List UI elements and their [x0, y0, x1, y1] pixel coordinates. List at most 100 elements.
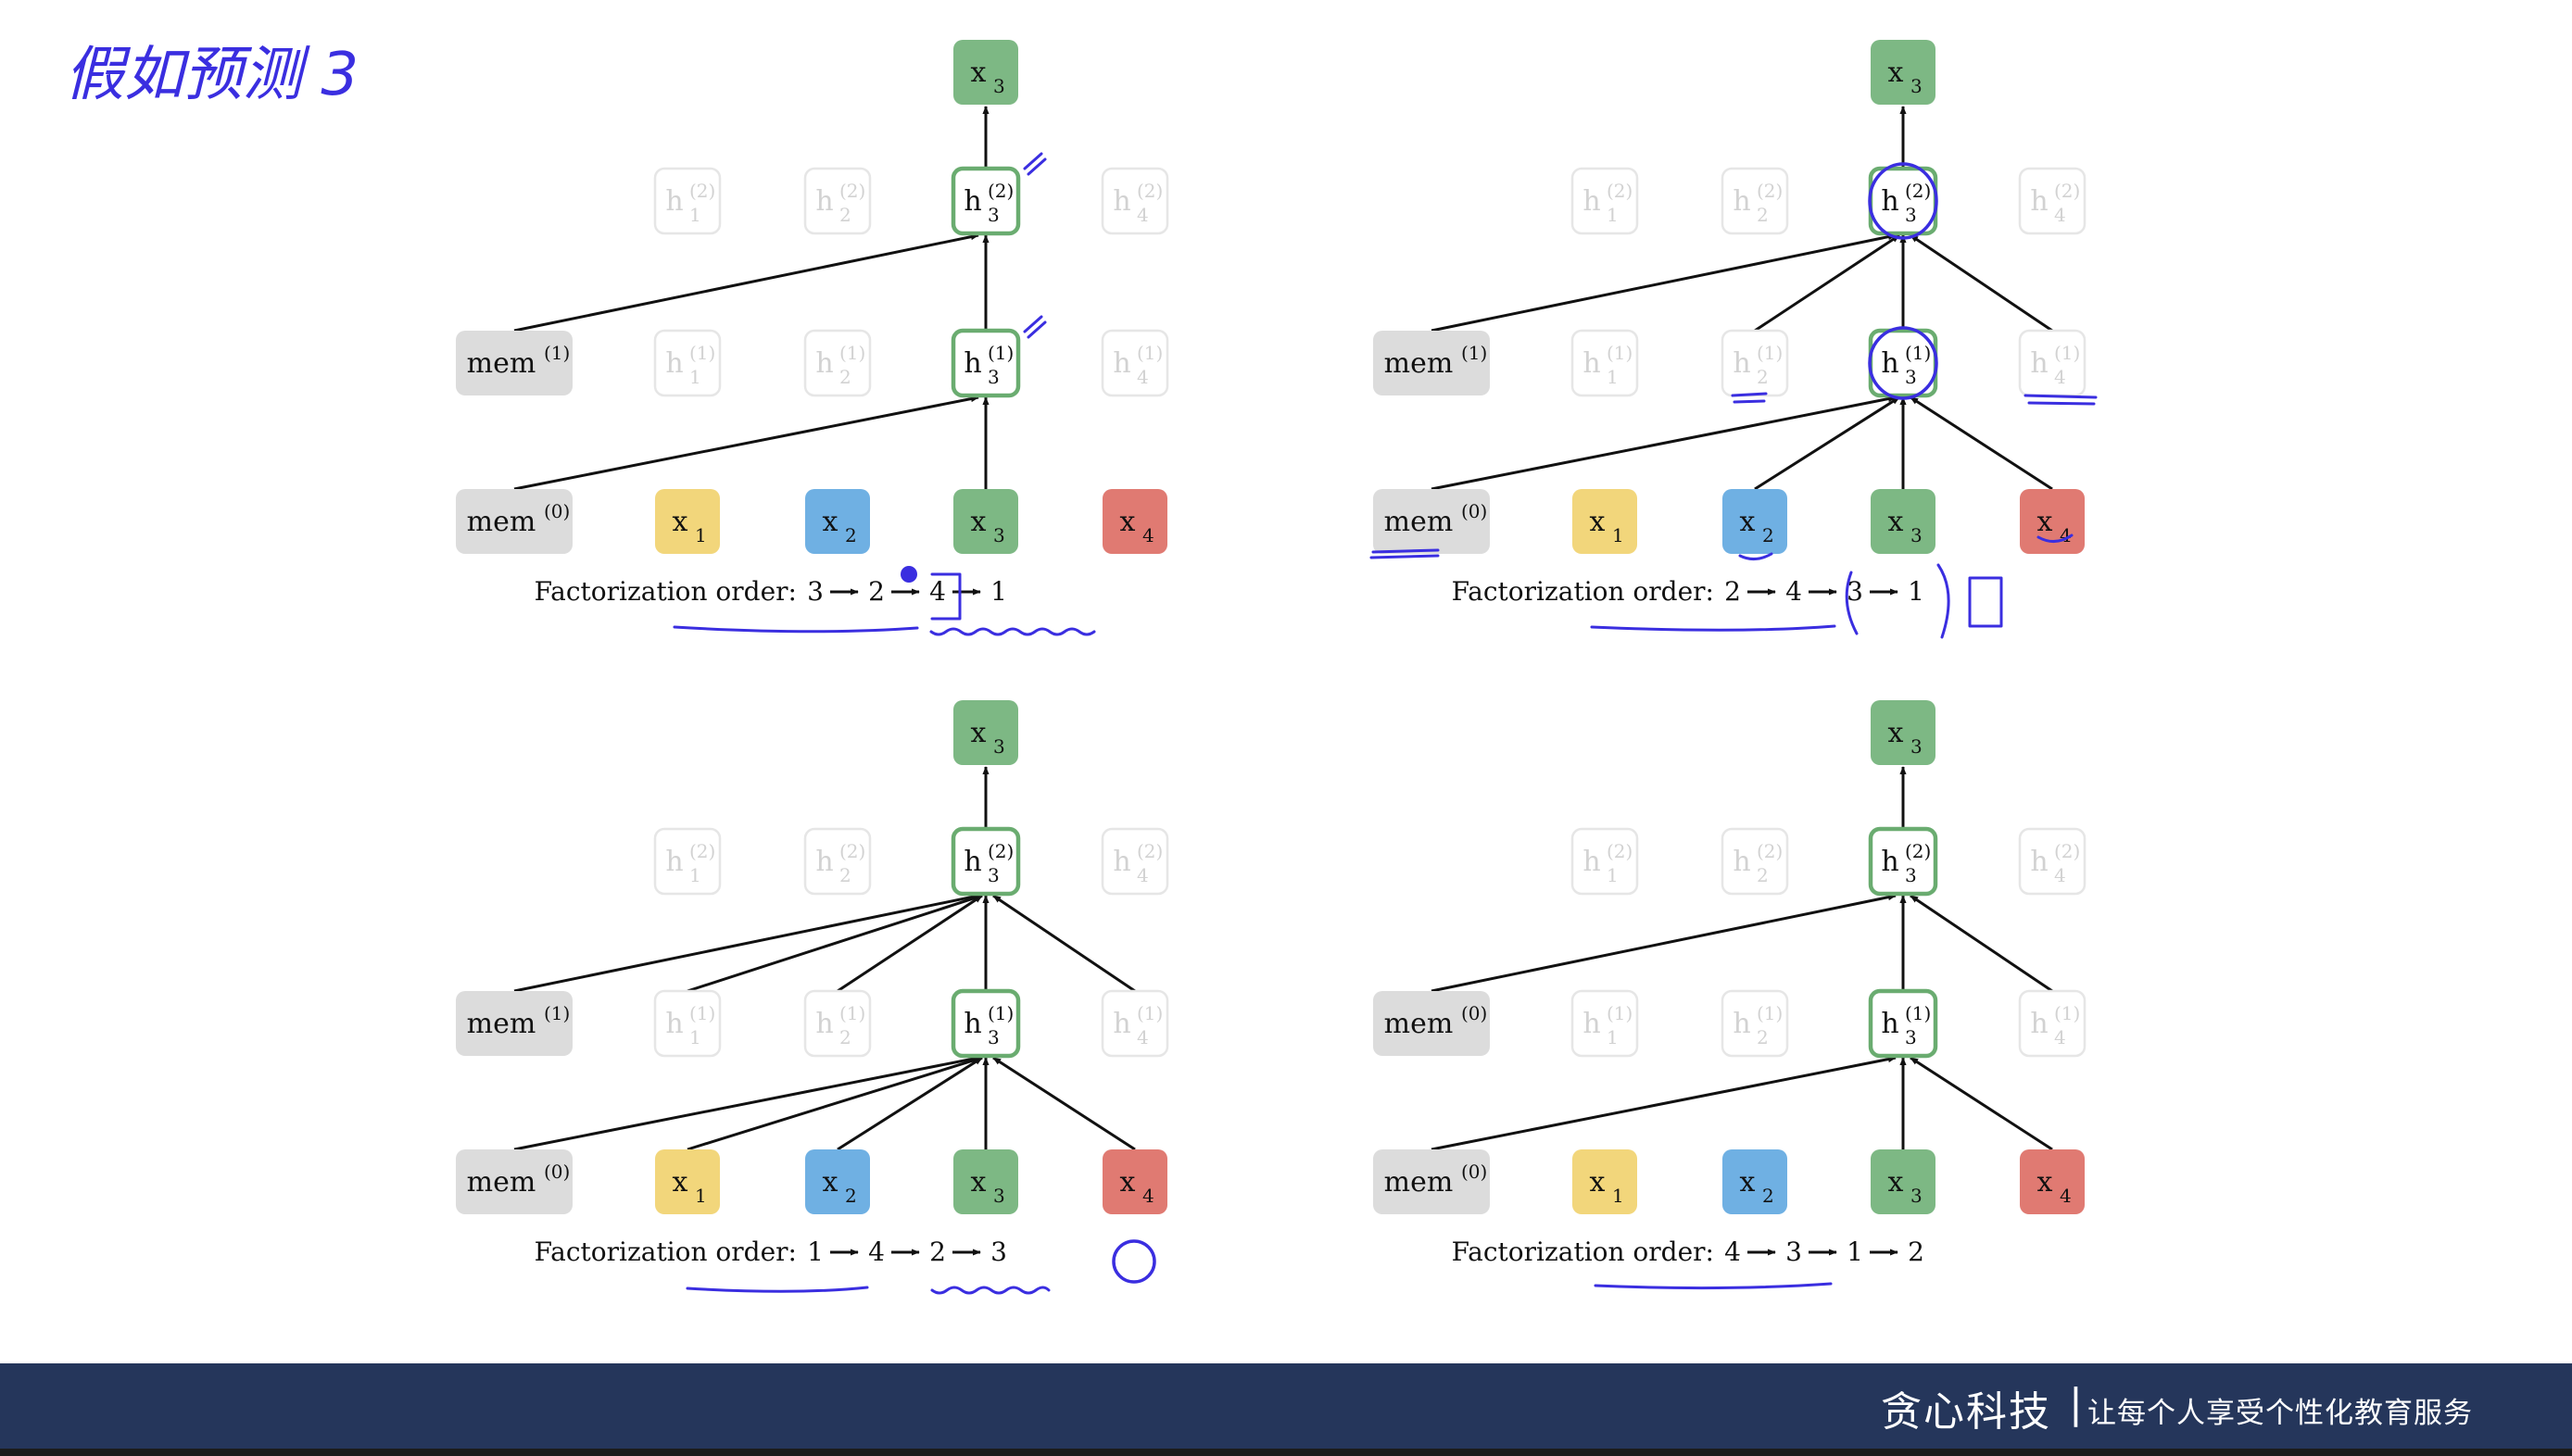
- mem-top-label: mem: [1384, 347, 1454, 380]
- svg-text:x: x: [1590, 506, 1606, 538]
- ink-wave-p1-order: [929, 627, 1096, 636]
- svg-text:x: x: [1888, 56, 1904, 89]
- mem-bottom-box: [1373, 489, 1490, 554]
- svg-text:4: 4: [2054, 864, 2066, 886]
- svg-text:(1): (1): [1607, 342, 1633, 364]
- hidden-h1-2-box: [1570, 167, 1639, 235]
- svg-text:3: 3: [993, 1185, 1005, 1207]
- svg-text:(1): (1): [1137, 342, 1163, 364]
- active-h3-1-box: [951, 328, 1021, 398]
- svg-text:2: 2: [839, 1026, 851, 1048]
- factorization-order-step-2: 4: [1785, 576, 1802, 607]
- svg-text:h: h: [815, 347, 833, 380]
- svg-text:4: 4: [2054, 1026, 2066, 1048]
- ink-underline-p2-mem: [1369, 548, 1440, 559]
- svg-text:(1): (1): [2054, 342, 2080, 364]
- svg-text:h: h: [1113, 846, 1130, 878]
- svg-text:(2): (2): [1757, 180, 1783, 202]
- svg-text:3: 3: [1905, 1026, 1917, 1048]
- factorization-order-step-3: 1: [1847, 1236, 1863, 1267]
- svg-text:3: 3: [1910, 1185, 1923, 1207]
- hidden-h4-2-box: [2018, 827, 2087, 896]
- svg-text:(2): (2): [988, 180, 1014, 202]
- ink-underline-p2-h2: [1731, 392, 1768, 404]
- ink-tick-p1-h2: [1023, 152, 1047, 176]
- mem-top-box: [456, 991, 573, 1056]
- factorization-order-label: Factorization order:: [1452, 1236, 1714, 1267]
- hidden-h4-2-box: [2018, 167, 2087, 235]
- svg-text:h: h: [1113, 1008, 1130, 1040]
- active-h3-2-box: [1868, 826, 1938, 897]
- output-x3-box: [1871, 700, 1935, 765]
- svg-text:(2): (2): [988, 840, 1014, 862]
- svg-text:3: 3: [1905, 864, 1917, 886]
- input-x2-box: [1722, 1149, 1787, 1214]
- svg-text:3: 3: [988, 366, 1000, 388]
- factorization-order-label: Factorization order:: [1452, 576, 1714, 607]
- hidden-h2-2-box: [1721, 167, 1789, 235]
- svg-text:2: 2: [1762, 524, 1774, 546]
- input-x3-box: [1871, 489, 1935, 554]
- ink-paren-right-p2: [1936, 563, 1950, 639]
- factorization-order-step-3: 3: [1847, 576, 1863, 607]
- svg-text:x: x: [971, 56, 987, 89]
- svg-text:h: h: [964, 347, 981, 380]
- svg-text:(1): (1): [1757, 1002, 1783, 1024]
- svg-text:4: 4: [1142, 524, 1154, 546]
- arrow-l2-h2: [837, 894, 983, 993]
- input-x1-box: [655, 489, 720, 554]
- arrow-l1-x4: [1910, 1056, 2053, 1151]
- svg-text:3: 3: [993, 735, 1005, 758]
- arrow-l2-h4: [1910, 894, 2053, 993]
- input-x2-box: [805, 1149, 870, 1214]
- svg-text:h: h: [2030, 1008, 2048, 1040]
- svg-text:(2): (2): [1757, 840, 1783, 862]
- svg-text:h: h: [1582, 347, 1600, 380]
- arrow-l1-x2: [1754, 395, 1900, 491]
- mem-top-label: mem: [467, 1008, 536, 1040]
- svg-text:4: 4: [2054, 366, 2066, 388]
- mem-top-sup: (1): [544, 1002, 570, 1024]
- mem-top-box: [1373, 331, 1490, 395]
- factorization-order-step-4: 1: [1908, 576, 1924, 607]
- svg-text:x: x: [971, 717, 987, 749]
- svg-text:x: x: [971, 506, 987, 538]
- svg-text:h: h: [815, 1008, 833, 1040]
- hidden-h1-1-box: [653, 989, 722, 1058]
- svg-text:h: h: [1582, 1008, 1600, 1040]
- svg-text:h: h: [964, 185, 981, 218]
- svg-text:(2): (2): [1137, 840, 1163, 862]
- svg-text:h: h: [1113, 347, 1130, 380]
- svg-text:1: 1: [1607, 366, 1619, 388]
- svg-text:x: x: [2037, 1166, 2053, 1199]
- svg-text:(1): (1): [2054, 1002, 2080, 1024]
- svg-text:x: x: [1740, 1166, 1756, 1199]
- ink-tick-p1-h1: [1023, 315, 1047, 339]
- mem-bottom-box: [456, 1149, 573, 1214]
- svg-text:h: h: [2030, 347, 2048, 380]
- svg-text:(2): (2): [1607, 840, 1633, 862]
- svg-text:x: x: [673, 1166, 688, 1199]
- hidden-h2-1-box: [803, 329, 872, 397]
- active-h3-1-box: [1868, 988, 1938, 1059]
